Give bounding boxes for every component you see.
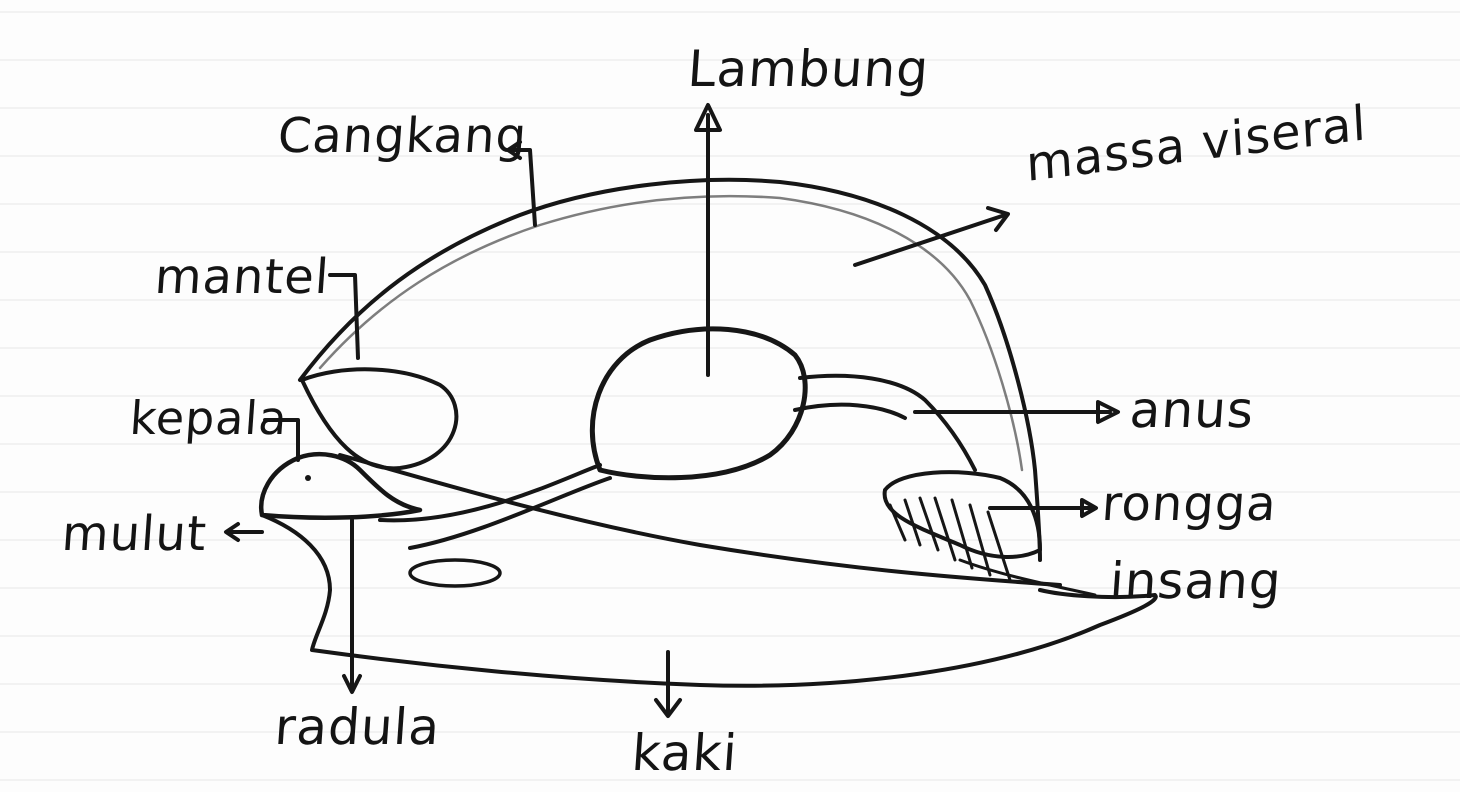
head-outline xyxy=(259,451,423,520)
notebook-lines xyxy=(0,11,1460,781)
label-kepala: kepala xyxy=(128,391,290,445)
eye-dot xyxy=(305,475,311,481)
intestine xyxy=(793,373,977,472)
label-lambung: Lambung xyxy=(685,40,932,98)
mantle-cavity xyxy=(882,470,1042,559)
label-cangkang: Cangkang xyxy=(276,108,530,164)
oesophagus xyxy=(378,463,612,550)
mantle-loop xyxy=(300,367,459,471)
label-kaki: kaki xyxy=(629,724,740,782)
radula-sac xyxy=(408,558,502,588)
stomach-outline xyxy=(589,326,808,481)
label-insang: insang xyxy=(1107,552,1284,610)
body-dorsal-line xyxy=(338,453,1062,587)
label-mantel: mantel xyxy=(153,249,332,305)
leader-lines xyxy=(224,103,1120,718)
label-rongga: rongga xyxy=(1100,476,1279,532)
label-radula: radula xyxy=(272,698,443,756)
label-mulut: mulut xyxy=(60,506,209,562)
gill-filaments xyxy=(888,496,1097,597)
label-anus: anus xyxy=(1127,381,1257,439)
shell-inner-line xyxy=(318,194,1024,472)
shell-outline xyxy=(298,177,1042,562)
foot-outline xyxy=(260,513,1158,688)
